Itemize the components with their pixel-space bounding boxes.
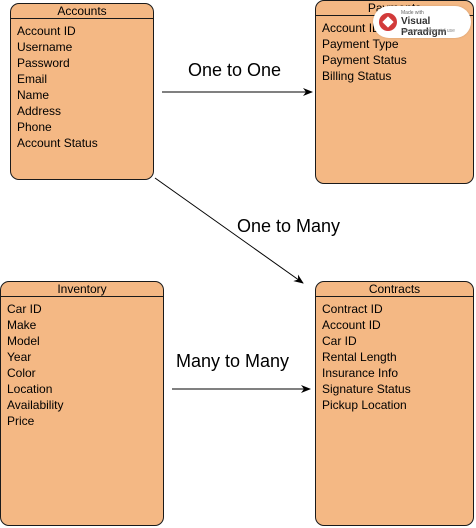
watermark-note: For non-commercial use [401, 28, 455, 34]
accounts-entity-title: Accounts [11, 4, 153, 19]
watermark-made-with: Made with [401, 10, 424, 16]
accounts-attribute: Password [17, 56, 70, 70]
contracts-attribute: Rental Length [322, 350, 397, 364]
accounts-attribute: Account Status [17, 136, 98, 150]
accounts-attribute: Name [17, 88, 50, 102]
contracts-attribute: Pickup Location [322, 398, 407, 412]
accounts-attribute: Account ID [17, 24, 76, 38]
inventory-attribute: Color [7, 366, 36, 380]
inventory-attribute: Availability [7, 398, 64, 412]
contracts-attribute-list: Contract ID Account ID Car ID Rental Len… [316, 297, 473, 413]
one-to-many-label: One to Many [237, 216, 341, 236]
inventory-attribute: Price [7, 414, 35, 428]
inventory-attribute-list: Car ID Make Model Year Color Location Av… [1, 297, 163, 429]
inventory-attribute: Year [7, 350, 32, 364]
visual-paradigm-watermark: Made with Visual Paradigm For non-commer… [373, 6, 471, 38]
watermark-brand: Visual Paradigm [401, 16, 447, 38]
inventory-attribute: Make [7, 318, 37, 332]
accounts-attribute: Address [17, 104, 62, 118]
payments-attribute: Billing Status [322, 69, 392, 83]
accounts-entity[interactable]: Accounts Account ID Username Password Em… [10, 3, 154, 180]
contracts-attribute: Contract ID [322, 302, 383, 316]
accounts-attribute-list: Account ID Username Password Email Name … [11, 19, 153, 151]
inventory-entity-title: Inventory [1, 282, 163, 297]
visual-paradigm-logo-icon [379, 13, 397, 31]
contracts-entity[interactable]: Contracts Contract ID Account ID Car ID … [315, 281, 474, 526]
one-to-one-label: One to One [188, 60, 282, 80]
inventory-attribute: Model [7, 334, 40, 348]
contracts-attribute: Insurance Info [322, 366, 399, 380]
many-to-many-label: Many to Many [176, 351, 290, 371]
accounts-attribute: Email [17, 72, 48, 86]
inventory-entity[interactable]: Inventory Car ID Make Model Year Color L… [0, 281, 164, 526]
contracts-attribute: Account ID [322, 318, 381, 332]
accounts-attribute: Username [17, 40, 73, 54]
inventory-attribute: Car ID [7, 302, 42, 316]
contracts-attribute: Car ID [322, 334, 357, 348]
inventory-attribute: Location [7, 382, 53, 396]
contracts-attribute: Signature Status [322, 382, 411, 396]
payments-attribute: Payment Type [322, 37, 399, 51]
payments-attribute: Payment Status [322, 53, 407, 67]
payments-attribute: Account ID [322, 21, 381, 35]
one-to-many-connector [154, 177, 304, 284]
payments-attribute-list: Account ID Payment Type Payment Status B… [316, 16, 473, 84]
accounts-attribute: Phone [17, 120, 52, 134]
contracts-entity-title: Contracts [316, 282, 473, 297]
